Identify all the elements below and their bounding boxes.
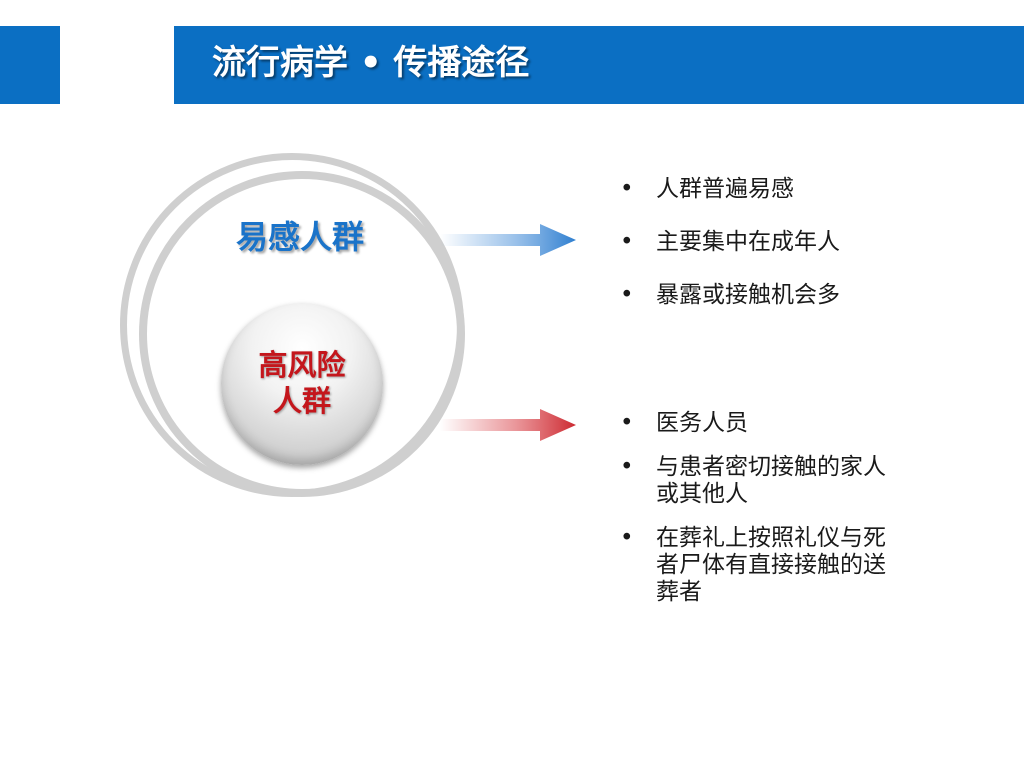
bullet-dot: •	[620, 176, 634, 202]
susceptible-bullet-list: •人群普遍易感 •主要集中在成年人 •暴露或接触机会多	[616, 176, 916, 335]
bullet-dot: •	[620, 410, 634, 436]
list-item: •主要集中在成年人	[620, 229, 840, 255]
list-item: •暴露或接触机会多	[620, 282, 840, 308]
inner-ring	[139, 171, 465, 497]
high-risk-label-line-2: 人群	[272, 384, 331, 418]
title-bar: 流行病学 • 传播途径	[174, 26, 1024, 104]
slide-title: 流行病学 • 传播途径	[212, 43, 530, 83]
high-risk-population-label: 高风险 人群	[221, 347, 383, 419]
list-item: •医务人员	[620, 410, 748, 436]
bullet-dot: •	[620, 282, 634, 308]
header-accent-block	[0, 26, 60, 104]
bullet-dot: •	[620, 229, 634, 255]
list-item: •与患者密切接触的家人或其他人	[620, 454, 886, 507]
red-arrow-icon	[440, 409, 576, 441]
blue-arrow-icon	[440, 224, 576, 256]
bullet-dot: •	[620, 525, 634, 551]
high-risk-sphere: 高风险 人群	[221, 303, 383, 465]
high-risk-bullet-list: •医务人员 •与患者密切接触的家人或其他人 •在葬礼上按照礼仪与死者尸体有直接接…	[616, 410, 916, 623]
high-risk-label-line-1: 高风险	[258, 348, 346, 382]
list-item: •人群普遍易感	[620, 176, 794, 202]
susceptible-population-label: 易感人群	[235, 218, 364, 256]
list-item: •在葬礼上按照礼仪与死者尸体有直接接触的送葬者	[620, 525, 886, 605]
bullet-dot: •	[620, 454, 634, 480]
